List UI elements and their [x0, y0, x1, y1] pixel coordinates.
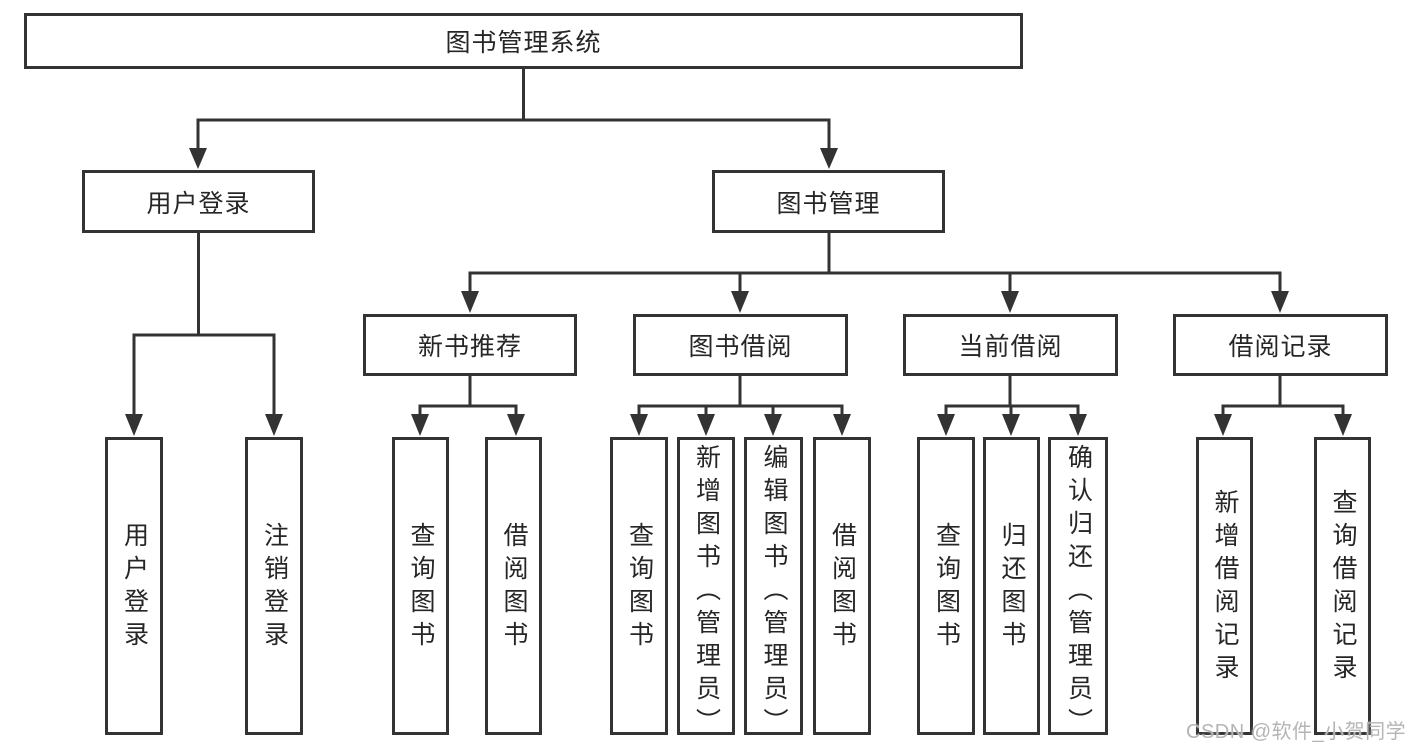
node-new-book-recommend: 新书推荐 — [363, 314, 577, 376]
node-current-borrowing: 当前借阅 — [903, 314, 1118, 376]
leaf-borrow-books: 借阅图书 — [813, 437, 871, 735]
node-book-management: 图书管理 — [712, 170, 945, 233]
leaf-add-books-admin: 新增图书（管理员） — [677, 437, 735, 741]
leaf-query-borrow-record: 查询借阅记录 — [1314, 437, 1371, 735]
node-borrowing-records: 借阅记录 — [1173, 314, 1388, 376]
leaf-user-login: 用户登录 — [105, 437, 163, 735]
leaf-return-books: 归还图书 — [983, 437, 1040, 735]
connector-strokes — [132, 68, 1345, 416]
leaf-query-books-recommend: 查询图书 — [392, 437, 449, 735]
arrowheads — [125, 148, 1352, 436]
leaf-confirm-return-admin: 确认归还（管理员） — [1048, 437, 1108, 741]
leaf-query-books-current: 查询图书 — [917, 437, 975, 735]
leaf-logout: 注销登录 — [245, 437, 303, 735]
leaf-borrow-books-recommend: 借阅图书 — [485, 437, 542, 735]
csdn-watermark: CSDN @软件_小贺同学 — [1186, 721, 1405, 743]
leaf-edit-books-admin: 编辑图书（管理员） — [744, 437, 803, 741]
leaf-add-borrow-record: 新增借阅记录 — [1196, 437, 1253, 735]
node-book-borrowing: 图书借阅 — [633, 314, 848, 376]
leaf-query-books-borrowing: 查询图书 — [610, 437, 668, 735]
node-user-login: 用户登录 — [82, 170, 315, 233]
node-root-system: 图书管理系统 — [24, 13, 1023, 69]
